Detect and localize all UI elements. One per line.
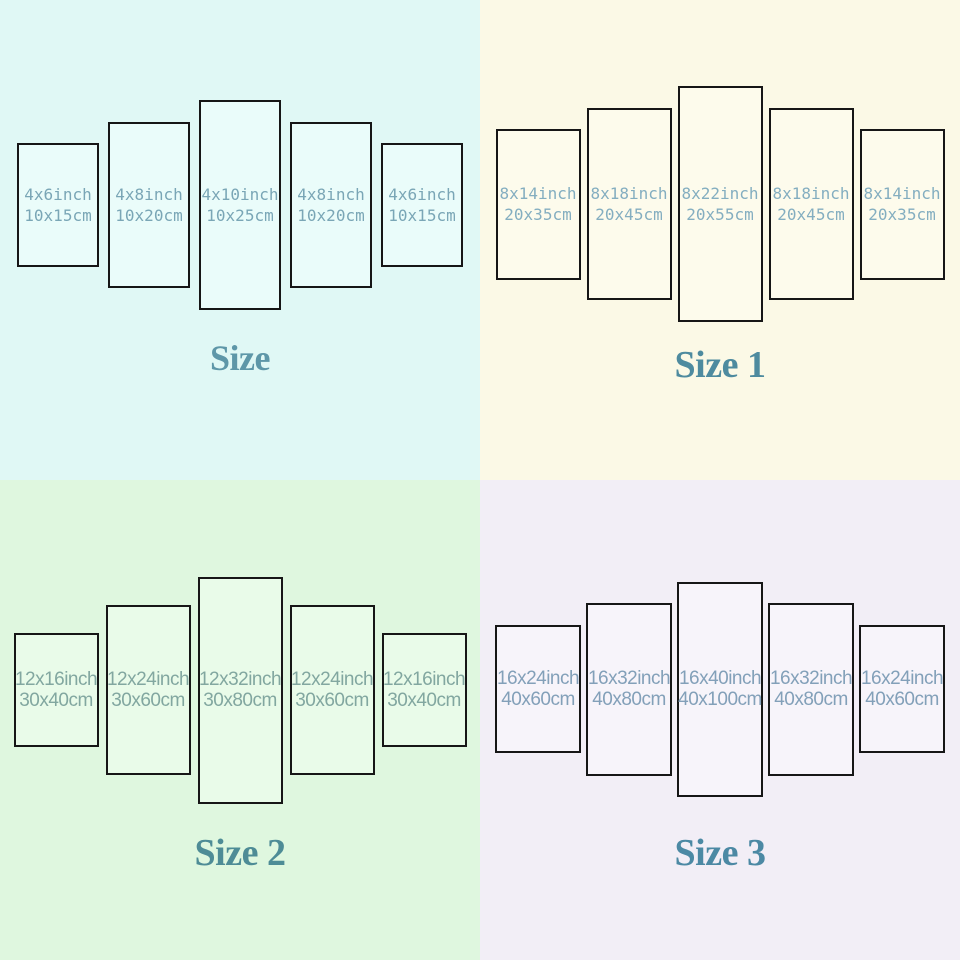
panel-size-inch-label: 4x10inch: [201, 185, 279, 204]
panel-size-inch-label: 16x32inch: [769, 668, 853, 689]
panel-size-cm-label: 10x15cm: [388, 206, 456, 225]
size-panel: 16x32inch 40x80cm: [768, 602, 854, 776]
quadrant-size: 4x6inch 10x15cm 4x8inch 10x20cm 4x10inch…: [0, 0, 480, 480]
size-panel: 8x18inch 20x45cm: [768, 108, 854, 300]
panel-size-inch-label: 4x8inch: [115, 185, 183, 204]
size-panel: 4x6inch 10x15cm: [381, 143, 463, 267]
size-panel: 8x22inch 20x55cm: [677, 86, 763, 322]
panel-size-cm-label: 30x60cm: [111, 690, 185, 711]
panel-size-cm-label: 20x35cm: [504, 205, 572, 224]
panel-size-cm-label: 10x15cm: [24, 206, 92, 225]
panel-size-cm-label: 10x25cm: [206, 206, 274, 225]
panel-size-inch-label: 16x32inch: [587, 668, 671, 689]
panel-size-inch-label: 12x16inch: [14, 669, 98, 690]
panel-size-cm-label: 40x60cm: [865, 689, 939, 710]
quadrant-title: Size: [210, 338, 270, 378]
panel-size-cm-label: 20x45cm: [777, 205, 845, 224]
panel-size-inch-label: 16x40inch: [678, 668, 762, 689]
panel-size-cm-label: 40x80cm: [592, 689, 666, 710]
panel-size-inch-label: 4x8inch: [297, 185, 365, 204]
panel-size-cm-label: 40x80cm: [774, 689, 848, 710]
size-panel: 12x16inch 30x40cm: [13, 633, 99, 747]
panel-size-cm-label: 30x40cm: [387, 690, 461, 711]
panel-size-inch-label: 12x16inch: [382, 669, 466, 690]
size-panel: 12x24inch 30x60cm: [105, 605, 191, 775]
size-panel: 4x8inch 10x20cm: [108, 122, 190, 288]
panel-size-inch-label: 12x24inch: [106, 669, 190, 690]
panel-size-cm-label: 40x100cm: [678, 689, 762, 710]
size-panel: 4x8inch 10x20cm: [290, 122, 372, 288]
size-panel: 4x10inch 10x25cm: [199, 100, 281, 310]
quadrant-title: Size 1: [674, 344, 766, 386]
size-panel: 4x6inch 10x15cm: [17, 143, 99, 267]
panel-size-inch-label: 12x24inch: [290, 669, 374, 690]
size-panel: 12x16inch 30x40cm: [381, 633, 467, 747]
panel-size-cm-label: 30x80cm: [203, 690, 277, 711]
quadrant-title: Size 3: [674, 832, 766, 874]
size-panel: 12x32inch 30x80cm: [197, 576, 283, 804]
panel-size-cm-label: 10x20cm: [115, 206, 183, 225]
size-panel: 16x24inch 40x60cm: [859, 625, 945, 753]
panel-size-inch-label: 16x24inch: [860, 668, 944, 689]
panel-size-cm-label: 30x40cm: [19, 690, 93, 711]
size-panel: 16x40inch 40x100cm: [677, 581, 763, 797]
panel-size-inch-label: 12x32inch: [198, 669, 282, 690]
quadrant-size-1: 8x14inch 20x35cm 8x18inch 20x45cm 8x22in…: [480, 0, 960, 480]
panel-size-inch-label: 8x14inch: [499, 184, 577, 203]
size-panel: 8x18inch 20x45cm: [586, 108, 672, 300]
panel-size-inch-label: 16x24inch: [496, 668, 580, 689]
panel-size-inch-label: 8x22inch: [681, 184, 759, 203]
panel-size-inch-label: 4x6inch: [388, 185, 456, 204]
size-panel: 16x24inch 40x60cm: [495, 625, 581, 753]
panel-size-inch-label: 8x14inch: [863, 184, 941, 203]
size-panel: 8x14inch 20x35cm: [495, 128, 581, 280]
size-panel: 8x14inch 20x35cm: [859, 128, 945, 280]
panel-size-cm-label: 20x35cm: [868, 205, 936, 224]
panel-size-inch-label: 8x18inch: [772, 184, 850, 203]
quadrant-title: Size 2: [194, 832, 286, 874]
quadrant-size-3: 16x24inch 40x60cm 16x32inch 40x80cm 16x4…: [480, 480, 960, 960]
panel-size-cm-label: 30x60cm: [295, 690, 369, 711]
panel-size-cm-label: 10x20cm: [297, 206, 365, 225]
size-panel: 12x24inch 30x60cm: [289, 605, 375, 775]
panel-size-cm-label: 20x45cm: [595, 205, 663, 224]
quadrant-size-2: 12x16inch 30x40cm 12x24inch 30x60cm 12x3…: [0, 480, 480, 960]
size-panel: 16x32inch 40x80cm: [586, 602, 672, 776]
panel-size-inch-label: 8x18inch: [590, 184, 668, 203]
panel-size-cm-label: 20x55cm: [686, 205, 754, 224]
panel-size-inch-label: 4x6inch: [24, 185, 92, 204]
panel-size-cm-label: 40x60cm: [501, 689, 575, 710]
